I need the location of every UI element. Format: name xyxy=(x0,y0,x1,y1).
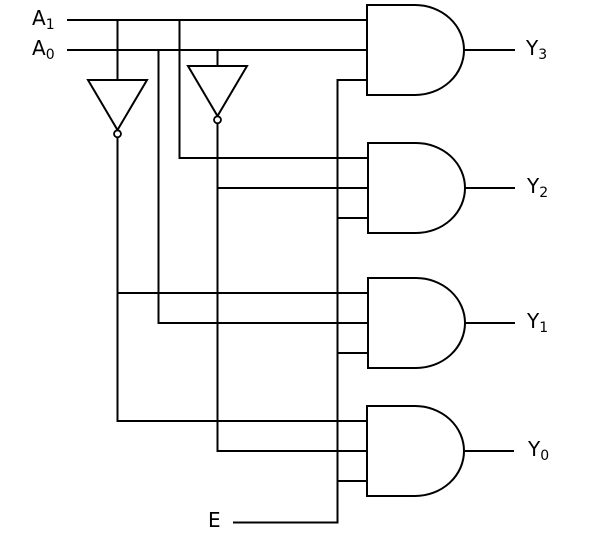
and-gate-y0 xyxy=(366,405,465,497)
not-gate-a1 xyxy=(86,79,149,139)
and-gate-y1 xyxy=(367,277,466,369)
label-output-y1: Y1 xyxy=(526,309,548,336)
wire-enable xyxy=(233,79,367,524)
not-a0-bubble-icon xyxy=(213,115,222,125)
and-gate-y2 xyxy=(367,142,466,234)
label-input-a1: A1 xyxy=(32,6,55,33)
label-output-y2: Y2 xyxy=(526,174,548,201)
wire-not-a1-to-y0 xyxy=(116,137,367,422)
not-a0-triangle-icon xyxy=(186,65,249,118)
not-gate-a0 xyxy=(186,65,249,125)
label-input-a0: A0 xyxy=(32,36,55,63)
wire-not-a0-to-y0 xyxy=(216,123,367,452)
wire-a0-branch-to-y1 xyxy=(157,50,368,324)
not-a1-bubble-icon xyxy=(113,129,122,139)
label-output-y0: Y0 xyxy=(527,437,549,464)
label-output-y3: Y3 xyxy=(525,36,547,63)
and-gate-y3 xyxy=(366,4,465,96)
wire-a1-branch-to-y2 xyxy=(178,20,368,159)
not-a1-triangle-icon xyxy=(86,79,149,132)
wires xyxy=(67,19,515,524)
label-enable: E xyxy=(208,508,221,532)
